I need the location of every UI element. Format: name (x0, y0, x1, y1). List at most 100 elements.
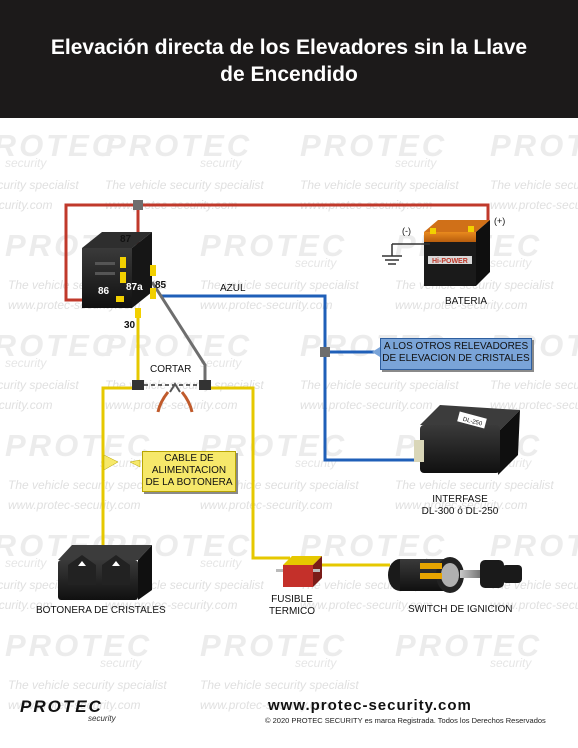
label-botonera: BOTONERA DE CRISTALES (36, 605, 166, 616)
watermark-logo: PROTEC (300, 528, 448, 563)
title-line-1: Elevación directa de los Elevadores sin … (50, 36, 528, 59)
watermark-sub: security (100, 656, 142, 670)
watermark-logo: PROTEC (200, 628, 348, 663)
title-line-2: de Encendido (220, 63, 358, 86)
cut-marks (132, 380, 211, 390)
watermark-logo: PROTEC (200, 228, 348, 263)
watermark-logo: PROTEC (395, 628, 543, 663)
callout-cable-line2: ALIMENTACION (151, 465, 227, 476)
watermark-url: www.protec-security.com (200, 698, 333, 712)
window-switch (58, 545, 152, 600)
callout-arrow-blue (372, 347, 380, 357)
label-fusible-line2: TERMICO (268, 606, 316, 617)
watermark-tagline: The vehicle security specialist (200, 278, 359, 292)
callout-cable-line1: CABLE DE (164, 453, 214, 464)
footer-url[interactable]: www.protec-security.com (268, 697, 472, 714)
watermark-url: www.protec-security.com (395, 298, 528, 312)
battery (424, 220, 490, 286)
callout-pointer (103, 454, 119, 471)
footer-logo: PROTEC security (20, 697, 116, 723)
watermark-tagline: The vehicle security specialist (300, 378, 459, 392)
wire-junction (320, 347, 330, 357)
watermark-url: www.protec-security.com (300, 398, 433, 412)
callout-cable: CABLE DE ALIMENTACION DE LA BOTONERA (142, 451, 236, 492)
watermark-sub: security (200, 356, 242, 370)
wire-blue (160, 294, 420, 462)
watermark-sub: security (490, 256, 532, 270)
pin-86-label: 86 (98, 286, 110, 297)
label-switch: SWITCH DE IGNICION (408, 604, 513, 615)
label-interfase-line1: INTERFASE (432, 494, 488, 505)
wire-gray (150, 281, 207, 382)
wire-junction (133, 200, 143, 210)
callout-relevadores-line2: DE ELEVACION DE CRISTALES (382, 353, 530, 364)
thermal-fuse (276, 556, 322, 587)
watermark-tagline: The vehicle security specialist (8, 478, 167, 492)
watermark-logo: PROTEC (300, 128, 448, 163)
callout-relevadores: A LOS OTROS RELEVADORES DE ELEVACION DE … (380, 338, 532, 370)
watermark-tagline: The vehicle security specialist (395, 478, 554, 492)
watermark-sub: security (5, 356, 47, 370)
watermark-url: www.protec-security.com (200, 498, 333, 512)
watermark-sub: security (5, 556, 47, 570)
watermark-logo: PROTEC (490, 528, 578, 563)
watermark-url: www.protec-security.com (300, 598, 433, 612)
relay-pins (116, 257, 156, 318)
label-fusible: FUSIBLE TERMICO (262, 594, 322, 618)
watermark-tagline: The vehicle security specialist (8, 678, 167, 692)
footer-logo-text: PROTEC (20, 697, 103, 716)
watermark-tagline: The vehicle security specialist (0, 378, 79, 392)
watermark-sub: security (490, 656, 532, 670)
label-negative: (-) (402, 226, 411, 236)
wire-yellow (101, 318, 390, 567)
watermark-sub: security (200, 556, 242, 570)
watermark-logo: PROTEC (105, 328, 253, 363)
wire-cutter-icon (156, 382, 194, 413)
ground-icon (382, 243, 430, 265)
watermark-url: www.protec-security.com (105, 598, 238, 612)
watermark-url: www.protec-security.com (200, 298, 333, 312)
watermark-tagline: The vehicle security specialist (200, 478, 359, 492)
watermark-url: www.protec-security.com (0, 398, 53, 412)
label-azul: AZUL (220, 283, 246, 294)
watermark-logo: PROTEC (105, 128, 253, 163)
watermark-tagline: The vehicle security specialist (490, 378, 578, 392)
footer-logo-sub: security (88, 714, 116, 723)
watermark-sub: security (295, 256, 337, 270)
watermark-sub: security (395, 156, 437, 170)
label-interfase-line2: DL-300 ó DL-250 (421, 506, 499, 517)
battery-brand: Hi-POWER (432, 258, 468, 265)
interface-tag: DL-250 (462, 417, 483, 428)
watermark-logo: PROTEC (0, 128, 118, 163)
watermark-tagline: The vehicle security specialist (490, 178, 578, 192)
watermark-url: www.protec-security.com (490, 598, 578, 612)
ignition-switch (388, 557, 522, 593)
watermark-url: www.protec-security.com (8, 698, 141, 712)
watermark-tagline: The vehicle security specialist (300, 178, 459, 192)
watermark-logo: PROTEC (5, 428, 153, 463)
label-bateria: BATERIA (445, 296, 488, 307)
watermark-sub: security (295, 656, 337, 670)
pin-87a-label: 87a (126, 282, 143, 293)
watermark-sub: security (200, 156, 242, 170)
watermark-url: www.protec-security.com (490, 398, 578, 412)
label-positive: (+) (494, 216, 506, 226)
callout-cable-line3: DE LA BOTONERA (145, 477, 233, 488)
label-fusible-line1: FUSIBLE (271, 594, 313, 605)
pin-30-label: 30 (124, 320, 136, 331)
watermark-tagline: The vehicle security specialist (105, 178, 264, 192)
watermark-url: www.protec-security.com (395, 498, 528, 512)
watermark-logo: PROTEC (5, 628, 153, 663)
watermark-tagline: The vehicle security specialist (0, 178, 79, 192)
watermark-tagline: The vehicle security specialist (200, 678, 359, 692)
watermark-sub: security (5, 156, 47, 170)
watermark-logo: PROTEC (490, 128, 578, 163)
interfase-module (414, 405, 520, 475)
watermark-url: www.protec-security.com (0, 198, 53, 212)
pin-85-label: 85 (155, 280, 167, 291)
callout-arrow-yellow (129, 459, 141, 468)
pin-87-label: 87 (120, 234, 132, 245)
watermark-logo: PROTEC (0, 328, 118, 363)
label-cortar: CORTAR (150, 364, 192, 375)
